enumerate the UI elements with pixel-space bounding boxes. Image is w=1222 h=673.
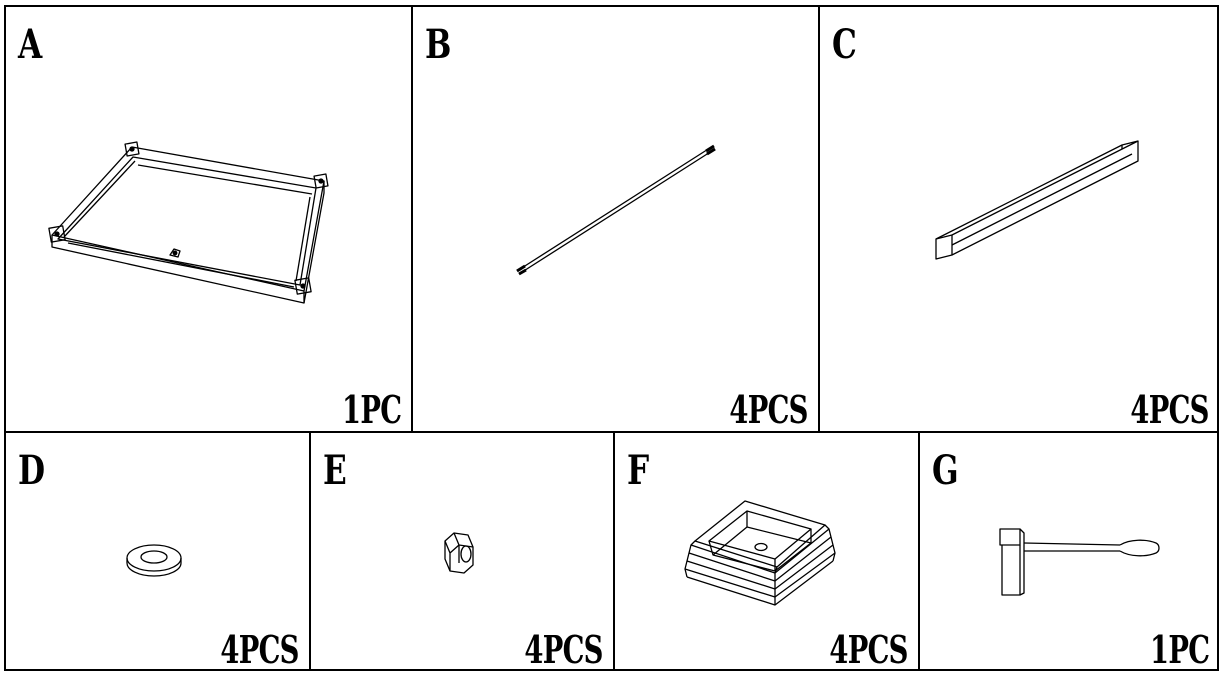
column-divider — [918, 431, 920, 671]
part-letter: D — [18, 447, 46, 494]
part-quantity: 1PC — [341, 387, 402, 431]
hex-nut-drawing — [444, 532, 474, 574]
part-cell-b: B 4PCS — [413, 7, 818, 431]
foot-cap-drawing — [684, 500, 836, 606]
part-letter: F — [627, 447, 650, 494]
part-cell-f: F 4PCS — [615, 433, 918, 671]
row-divider — [4, 431, 1219, 433]
part-quantity: 1PC — [1149, 627, 1210, 671]
column-divider — [818, 5, 820, 432]
washer-drawing — [126, 544, 182, 577]
part-cell-d: D 4PCS — [6, 433, 309, 671]
column-divider — [309, 431, 311, 671]
part-letter: C — [832, 21, 857, 68]
square-tube-drawing — [935, 140, 1139, 260]
part-quantity: 4PCS — [524, 627, 604, 671]
parts-list-frame — [4, 5, 1219, 671]
part-letter: A — [18, 21, 43, 68]
part-quantity: 4PCS — [829, 627, 909, 671]
column-divider — [411, 5, 413, 432]
part-quantity: 4PCS — [729, 387, 809, 431]
part-cell-g: G 1PC — [920, 433, 1219, 671]
column-divider — [613, 431, 615, 671]
part-quantity: 4PCS — [1130, 387, 1210, 431]
part-quantity: 4PCS — [220, 627, 300, 671]
part-cell-e: E 4PCS — [311, 433, 613, 671]
threaded-rod-drawing — [516, 144, 716, 276]
part-letter: B — [425, 21, 452, 68]
part-cell-a: A 1PC — [6, 7, 411, 431]
part-letter: E — [323, 447, 347, 494]
frame-base-drawing — [48, 141, 329, 304]
part-letter: G — [932, 447, 959, 494]
part-cell-c: C 4PCS — [820, 7, 1219, 431]
wrench-tool-drawing — [999, 528, 1160, 596]
